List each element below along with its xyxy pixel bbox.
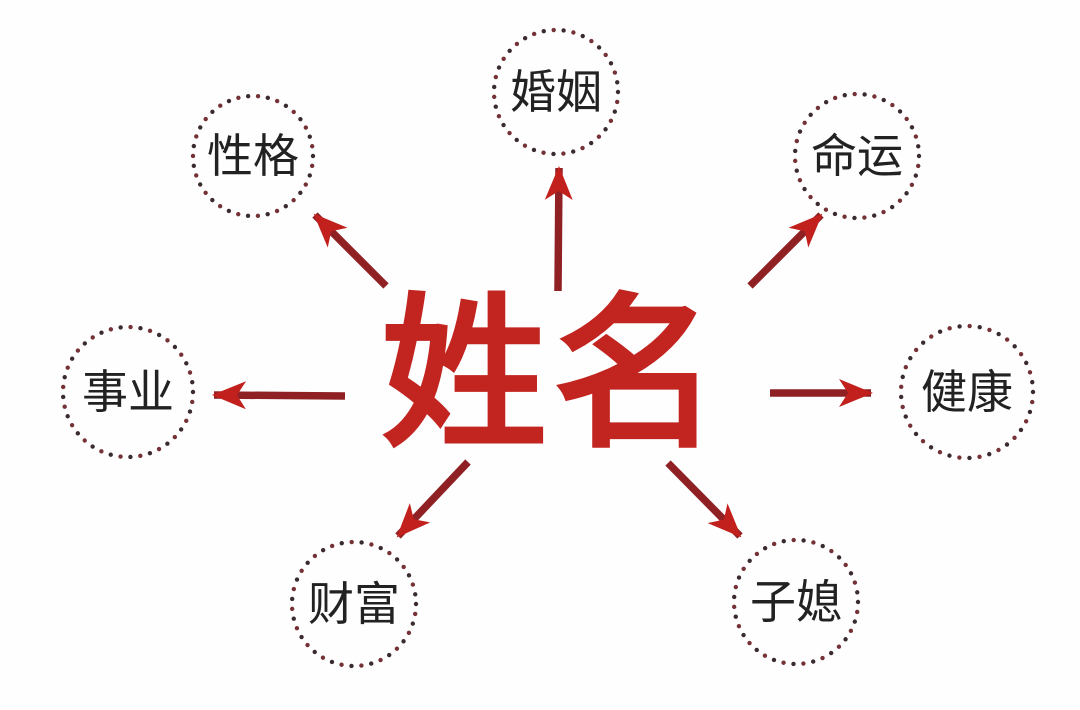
node-health-dotted-ring <box>898 323 1036 461</box>
node-wealth-dotted-ring-alt <box>289 539 419 669</box>
node-personality-dotted-ring-alt <box>190 93 316 219</box>
node-marriage-dotted-ring <box>491 27 621 157</box>
node-children: 子媳 <box>731 537 861 667</box>
arrow-to-marriage-icon <box>544 166 573 292</box>
node-destiny-dotted-ring-alt <box>792 91 922 221</box>
node-marriage-dotted-ring-alt <box>491 27 621 157</box>
arrow-to-destiny-icon <box>747 212 824 289</box>
arrow-to-children-icon <box>665 460 743 539</box>
node-destiny: 命运 <box>792 91 922 221</box>
node-career-label: 事业 <box>82 366 174 418</box>
node-marriage-label: 婚姻 <box>510 66 602 118</box>
node-children-dotted-ring-alt <box>731 537 861 667</box>
arrow-group <box>212 166 873 539</box>
node-personality-dotted-ring <box>190 93 316 219</box>
node-personality-label: 性格 <box>207 130 299 182</box>
arrow-to-career-icon <box>212 381 346 410</box>
node-health: 健康 <box>898 323 1036 461</box>
node-children-label: 子媳 <box>750 576 842 628</box>
node-career-dotted-ring <box>60 324 196 460</box>
node-children-dotted-ring <box>731 537 861 667</box>
node-career: 事业 <box>60 324 196 460</box>
node-marriage: 婚姻 <box>491 27 621 157</box>
arrow-to-wealth-icon <box>395 459 471 539</box>
center-title: 姓名 <box>381 284 725 468</box>
node-wealth-label: 财富 <box>308 578 400 630</box>
node-wealth-dotted-ring <box>289 539 419 669</box>
arrow-to-personality-icon <box>312 212 389 289</box>
node-destiny-dotted-ring <box>792 91 922 221</box>
node-personality: 性格 <box>190 93 316 219</box>
node-wealth: 财富 <box>289 539 419 669</box>
node-destiny-label: 命运 <box>811 130 903 182</box>
node-health-label: 健康 <box>921 366 1013 418</box>
